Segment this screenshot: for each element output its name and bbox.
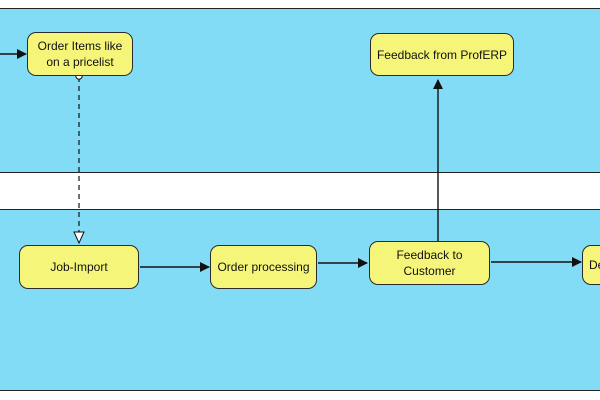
node-feedback-to-customer[interactable]: Feedback to Customer (369, 241, 490, 285)
node-feedback-from-proferp-label: Feedback from ProfERP (376, 47, 508, 62)
node-feedback-from-proferp[interactable]: Feedback from ProfERP (370, 33, 514, 76)
node-job-import-label: Job-Import (50, 260, 108, 274)
node-feedback-to-customer-label: Feedback to Customer (396, 248, 463, 278)
dashed-link-open-arrowhead (73, 231, 85, 245)
node-order-processing-label: Order processing (217, 260, 310, 274)
node-order-items[interactable]: Order Items like on a pricelist (27, 32, 133, 76)
node-partial-cut-off[interactable]: De (582, 245, 600, 285)
node-order-items-label: Order Items like on a pricelist (37, 39, 123, 69)
node-order-processing[interactable]: Order processing (210, 245, 317, 289)
node-partial-cut-off-label: De (589, 258, 600, 272)
swimlane-bottom (0, 209, 600, 391)
node-job-import[interactable]: Job-Import (19, 245, 139, 289)
